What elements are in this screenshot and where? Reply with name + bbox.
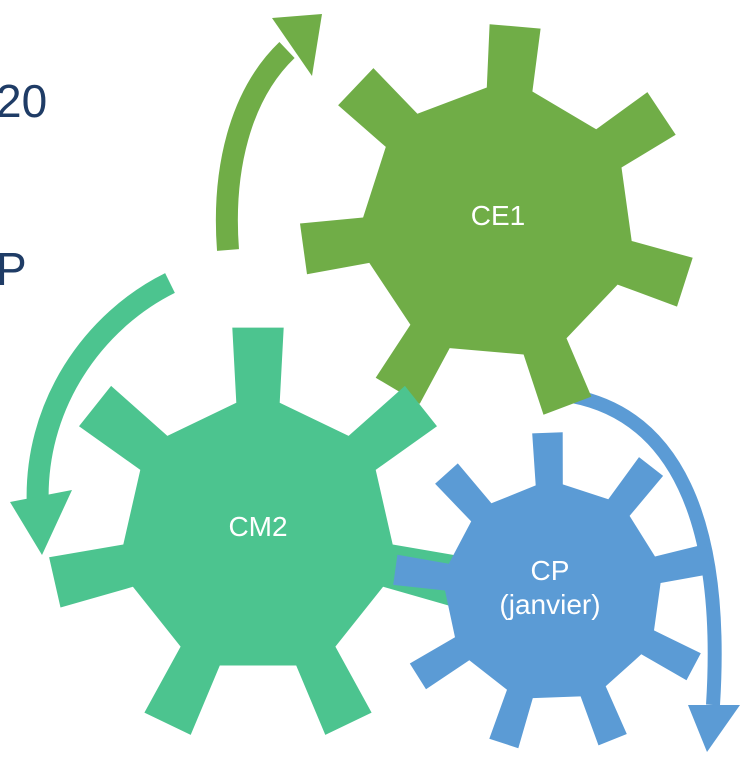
edge-text-line1: 20	[0, 75, 47, 127]
edge-text-line2: P	[0, 243, 27, 295]
gear-ce1-label: CE1	[471, 200, 525, 231]
arrow-to-cm2	[10, 273, 175, 555]
gear-cp-label-line2: (janvier)	[499, 589, 600, 620]
gear-ce1: CE1	[300, 24, 693, 415]
gear-cm2-label: CM2	[228, 511, 287, 542]
arrow-to-ce1	[215, 14, 322, 251]
gear-cp-shape	[393, 432, 712, 749]
gear-cm2-shape	[49, 327, 467, 735]
gear-cm2: CM2	[49, 327, 467, 735]
arrow-to-cp	[570, 389, 740, 752]
gear-cp-label-line1: CP	[531, 555, 570, 586]
gear-cp: CP (janvier)	[393, 432, 712, 749]
gear-ce1-shape	[300, 24, 693, 415]
